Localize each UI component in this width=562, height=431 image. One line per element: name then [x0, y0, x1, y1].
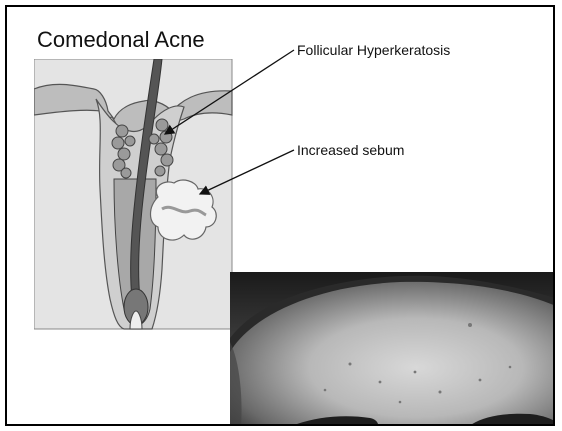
slide: Comedonal Acne Follicular Hyperkeratosis… [5, 5, 555, 426]
arrow-hyperkeratosis [165, 50, 294, 134]
arrow-sebum [200, 150, 294, 194]
forehead-photo-icon [230, 272, 555, 426]
